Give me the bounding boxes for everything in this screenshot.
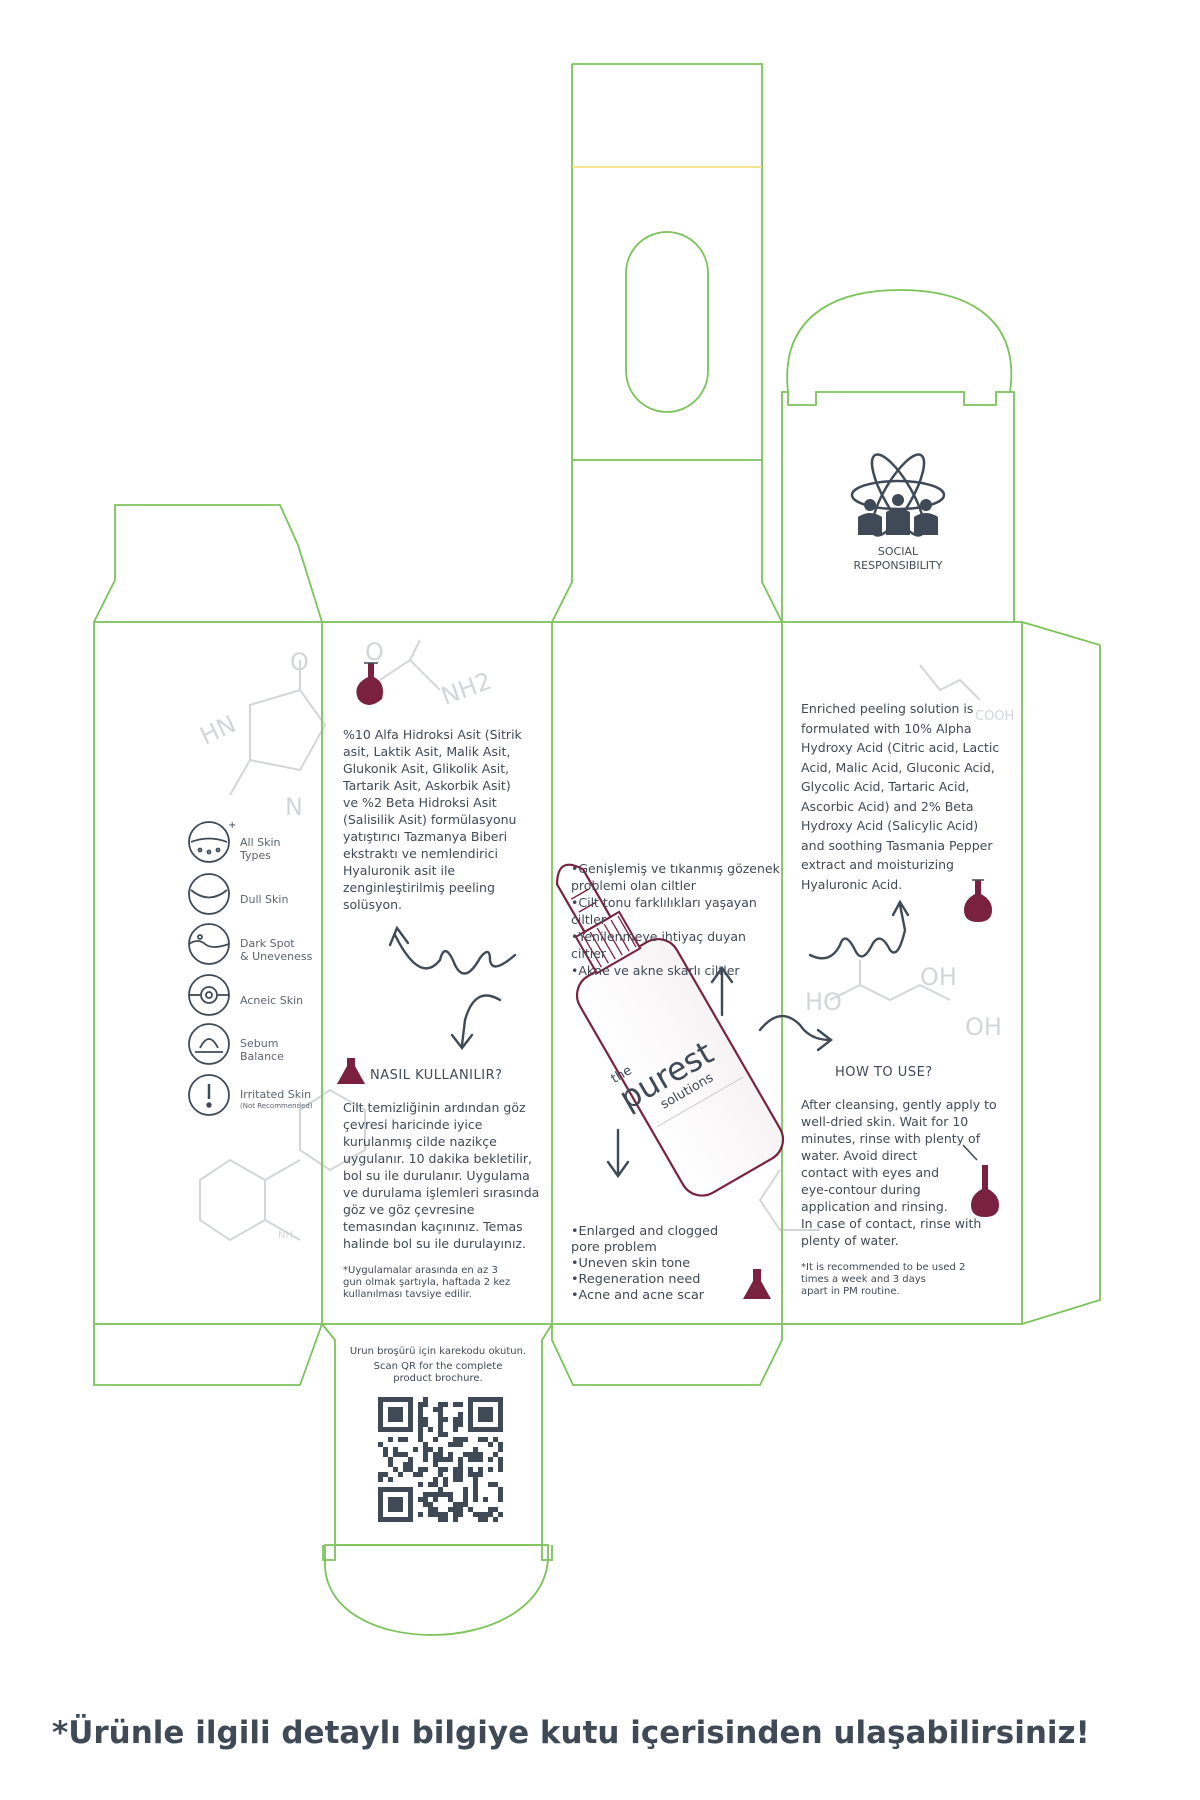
dull-skin-icon [188,873,230,915]
footer-notice: *Ürünle ilgili detaylı bilgiye kutu içer… [52,1715,1090,1751]
en-description: Enriched peeling solution is formulated … [801,701,1000,892]
brochure-qr-code [378,1397,503,1522]
skin-type-acneic: Acneic Skin [240,994,304,1007]
arrow-up-icon [710,965,734,1017]
social-responsibility-label: SOCIAL RESPONSIBILITY [853,545,943,572]
front-tr-benefits: •Genişlemiş ve tıkanmış gözenek problemi… [571,861,780,978]
chemistry-watermark [199,639,981,1242]
skin-type-irritated: Irritated Skin [240,1088,312,1101]
svg-text:O: O [365,638,384,666]
svg-text:COOH: COOH [975,709,1014,724]
atom-people-icon [850,453,946,537]
flask-icon-front [743,1269,771,1299]
curve-arrow-right-icon [758,1015,833,1052]
sebum-balance-icon [188,1023,230,1065]
all-skin-types-icon: + [188,820,236,863]
skin-type-dark-spot: Dark Spot & Uneveness [240,937,313,963]
flask-icon-tr-top [356,662,383,705]
irritated-skin-icon [188,1074,230,1116]
decor-arrows [388,899,910,1179]
acneic-skin-icon [188,974,230,1016]
dark-spot-icon [188,923,230,965]
flask-icon-en-top [964,879,992,922]
en-usage: After cleansing, gently apply to well-dr… [801,1097,997,1248]
svg-text:N: N [285,793,303,821]
dieline-strokes [93,63,1101,1636]
svg-text:NH: NH [278,1230,293,1241]
squiggle-arrow-en-icon [808,899,910,960]
front-en-benefits: •Enlarged and clogged pore problem •Unev… [571,1224,719,1303]
dropper-bottle-illustration [555,863,785,1197]
svg-text:OH: OH [920,963,957,991]
svg-text:+: + [228,820,236,831]
tr-usage-title: NASIL KULLANILIR? [370,1068,503,1083]
tr-description: %10 Alfa Hidroksi Asit (Sitrik asit, Lak… [343,727,522,912]
svg-text:OH: OH [965,1013,1002,1041]
svg-text:NH2: NH2 [437,667,495,711]
flask-icon-tr-usage [337,1058,365,1084]
qr-caption-tr: Urun broşürü için karekodu okutun. [349,1346,527,1357]
skin-type-sebum: Sebum Balance [240,1037,284,1063]
skin-type-all: All Skin Types [240,836,281,862]
en-usage-note: *It is recommended to be used 2 times a … [801,1262,966,1297]
tr-usage: Cilt temizliğinin ardından göz çevresi h… [343,1100,540,1251]
qr-caption-en: Scan QR for the complete product brochur… [373,1361,503,1384]
en-usage-title: HOW TO USE? [835,1065,933,1080]
svg-text:HO: HO [805,988,842,1016]
svg-text:O: O [290,648,309,676]
svg-text:HN: HN [196,710,240,751]
squiggle-arrow-icon [388,925,517,975]
arrow-down-icon [606,1128,630,1179]
skin-type-irritated-note: (Not Recommended) [240,1102,313,1110]
tr-usage-note: *Uygulamalar arasında en az 3 gun olmak … [343,1265,511,1300]
flask-icon-en-bottom [962,1144,999,1217]
curve-arrow-down-icon [450,994,502,1050]
skin-type-icons: + [188,820,236,1116]
skin-type-dull: Dull Skin [240,893,289,906]
